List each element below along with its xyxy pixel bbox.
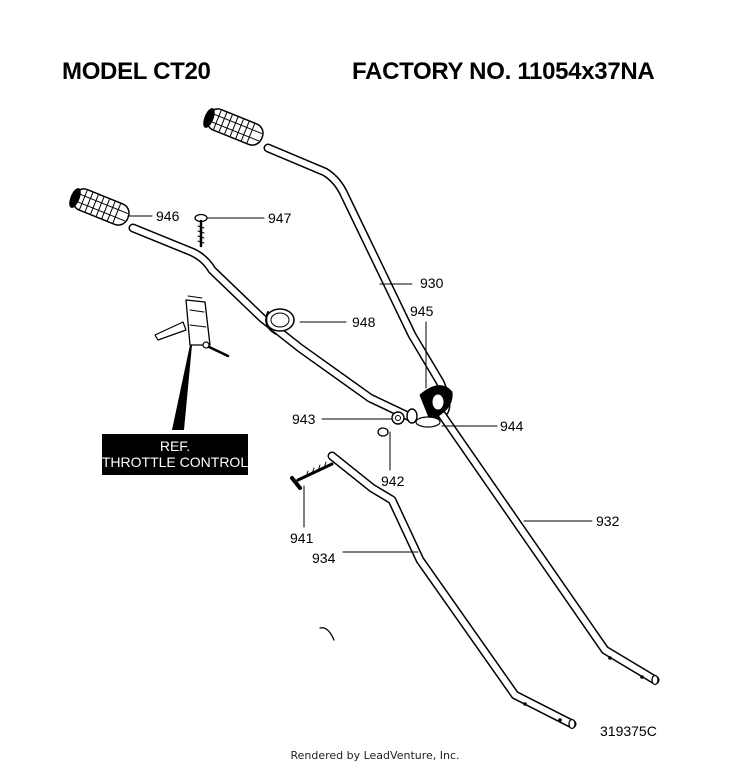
- clip-948: [265, 308, 295, 335]
- leader-lines: [127, 215, 593, 553]
- ref-box-line2: THROTTLE CONTROL: [102, 454, 248, 470]
- throttle-control: [154, 295, 230, 358]
- model-title: MODEL CT20: [62, 58, 211, 85]
- knob-945: [419, 385, 453, 421]
- callout-932: 932: [596, 513, 620, 529]
- callout-945: 945: [410, 303, 434, 319]
- callout-934: 934: [312, 550, 336, 566]
- handle-934-part: [319, 451, 577, 730]
- callout-947: 947: [268, 210, 292, 226]
- washer-944: [406, 408, 441, 428]
- callout-943: 943: [292, 411, 316, 427]
- callout-948: 948: [352, 314, 376, 330]
- callout-930: 930: [420, 275, 444, 291]
- washer-943: [391, 411, 405, 425]
- callout-941: 941: [290, 530, 314, 546]
- bolt-941: [290, 461, 334, 490]
- callout-946: 946: [156, 208, 180, 224]
- ref-box-line1: REF.: [160, 438, 190, 454]
- callout-944: 944: [500, 418, 524, 434]
- factory-number: FACTORY NO. 11054x37NA: [352, 58, 655, 85]
- footer-credit: Rendered by LeadVenture, Inc.: [290, 749, 460, 762]
- ref-pointer: [172, 345, 192, 430]
- handle-932-part: [435, 407, 660, 686]
- callout-942: 942: [381, 473, 405, 489]
- handle-left-upper-part: [128, 223, 417, 423]
- screw-947: [194, 213, 208, 248]
- diagram-code: 319375C: [600, 723, 657, 739]
- spacer-942: [377, 427, 389, 437]
- grip-right: [203, 108, 264, 146]
- grip-left: [69, 188, 130, 226]
- ref-box: [102, 434, 248, 475]
